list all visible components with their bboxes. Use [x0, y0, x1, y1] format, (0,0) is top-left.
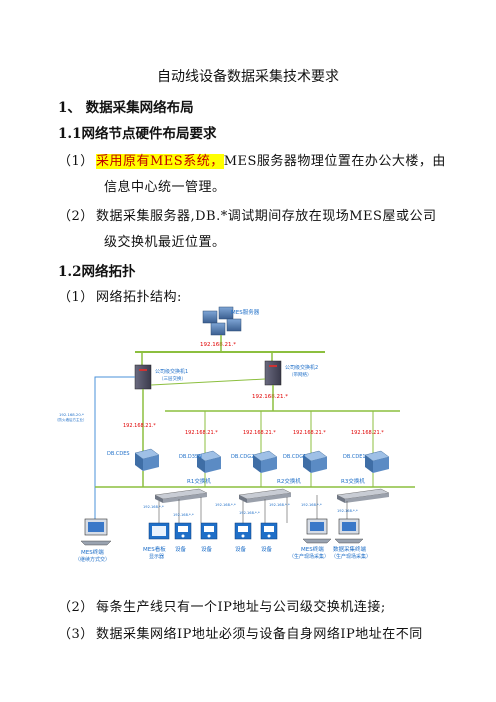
db-server-main-icon [134, 448, 160, 471]
mes-terminal-2-icon [302, 518, 332, 544]
switch-2-sublabel: （带网络） [289, 371, 312, 378]
switch-1-label: 公司级交换机1 [155, 368, 188, 375]
item-number: （1） [58, 290, 94, 305]
device-4-icon [260, 522, 278, 540]
device-1-label: 设备 [175, 545, 187, 553]
item-number: （2） [58, 209, 94, 224]
item-text: 网络拓扑结构: [96, 290, 182, 305]
document-title: 自动线设备数据采集技术要求 [157, 69, 339, 85]
network-topology-diagram: MES服务器 192.168.21.* 公司级交换机1 （三层交换） 公司级交换… [55, 306, 415, 563]
paragraph-item-2: （2）数据采集服务器,DB.*调试期间存放在现场MES屋或公司 [58, 205, 436, 224]
db4-ip-label: 192.168.21.* [351, 430, 384, 436]
item-number: （2） [58, 600, 94, 615]
item-number: （3） [58, 627, 94, 642]
db1-label: DB.D3SN [179, 454, 202, 460]
section-heading-1-1: 1.1网络节点硬件布局要求 [58, 126, 217, 142]
company-switch-1-icon [134, 364, 152, 390]
mes-terminal-left-sublabel: （继续方式交） [75, 556, 110, 563]
sub-ip-label-6: 192.168.*.* [301, 503, 322, 507]
paragraph-topology: （1）网络拓扑结构: [58, 286, 182, 305]
server-ip-label: 192.168.21.* [200, 342, 236, 348]
db-server-3-icon [302, 450, 328, 473]
db3-label: DB.CDG1 [283, 454, 306, 460]
paragraph-item-3: （2）每条生产线只有一个IP地址与公司级交换机连接; [58, 596, 386, 615]
mes-kanban-sublabel: 显示器 [149, 554, 164, 560]
paragraph-item-2-continued: 级交换机最近位置。 [104, 235, 226, 250]
switch-2-label: 公司级交换机2 [285, 364, 318, 371]
mes-kanban-label: MES看板 [143, 545, 166, 553]
item-text: 数据采集网络IP地址必须与设备自身网络IP地址在不同 [96, 627, 423, 642]
highlighted-text: 采用原有MES系统， [96, 154, 224, 169]
mes-server-label: MES服务器 [231, 308, 260, 316]
left-ip-label: 192.168.20.* [59, 412, 84, 417]
item-text: MES服务器物理位置在办公大楼，由 [223, 154, 446, 169]
device-3-icon [234, 522, 252, 540]
sub-ip-label-2: 192.168.*.* [173, 513, 194, 517]
item-text: 每条生产线只有一个IP地址与公司级交换机连接; [96, 600, 386, 615]
sub-ip-label-5: 192.168.*.* [269, 503, 290, 507]
paragraph-item-1: （1）采用原有MES系统，MES服务器物理位置在办公大楼，由 [58, 150, 446, 169]
sub-ip-label-1: 192.168.*.* [143, 505, 164, 509]
db2-label: DB.CDG2 [231, 454, 254, 460]
data-collection-terminal-label: 数据采集终端 [333, 545, 367, 553]
db3-ip-label: 192.168.21.* [293, 430, 326, 436]
device-4-label: 设备 [261, 545, 273, 553]
device-3-label: 设备 [235, 545, 247, 553]
left-ip-sublabel: （防火墙后方主业） [55, 417, 87, 422]
mes-terminal-left-icon [80, 518, 112, 546]
sub-ip-label-7: 192.168.*.* [337, 509, 358, 513]
left-db-ip-label: 192.168.21.* [123, 423, 156, 429]
mes-kanban-display-icon [148, 522, 170, 540]
db-server-2-icon [252, 450, 278, 473]
item-text: 数据采集服务器,DB.*调试期间存放在现场MES屋或公司 [96, 209, 437, 224]
db-main-label: DB.CDES [107, 451, 130, 457]
company-switch-2-icon [264, 360, 282, 386]
switch-1-sublabel: （三层交换） [159, 375, 186, 382]
sub-ip-label-4: 192.168.*.* [239, 511, 260, 515]
line-switch-2-icon [238, 488, 292, 503]
section-heading-1: 1、 数据采集网络布局 [58, 100, 194, 116]
db-server-1-icon [196, 450, 222, 473]
line-switch-1-icon [154, 488, 208, 503]
item-number: （1） [58, 154, 94, 169]
switch-2-ip-label: 192.168.21.* [252, 394, 288, 400]
db1-ip-label: 192.168.21.* [185, 430, 218, 436]
line-switch-1-label: R1交换机 [187, 477, 211, 485]
db2-ip-label: 192.168.21.* [243, 430, 276, 436]
section-heading-1-2: 1.2网络拓扑 [58, 264, 136, 280]
data-collection-terminal-icon [334, 518, 364, 544]
line-switch-3-label: R3交换机 [341, 477, 365, 485]
mes-terminal-left-label: MES终端 [81, 548, 104, 556]
paragraph-item-1-continued: 信息中心统一管理。 [104, 180, 226, 195]
db-server-4-icon [364, 450, 390, 473]
paragraph-item-4: （3）数据采集网络IP地址必须与设备自身网络IP地址在不同 [58, 623, 423, 642]
line-switch-3-icon [336, 488, 390, 503]
line-switch-2-label: R2交换机 [277, 477, 301, 485]
sub-ip-label-3: 192.168.*.* [215, 503, 236, 507]
mes-terminal-2-sublabel: （生产现场采集） [289, 553, 329, 560]
mes-server-icon [202, 306, 242, 336]
device-2-label: 设备 [201, 545, 213, 553]
device-2-icon [200, 522, 218, 540]
db4-label: DB.CDE1 [343, 454, 366, 460]
device-1-icon [174, 522, 192, 540]
mes-terminal-2-label: MES终端 [301, 545, 324, 553]
data-collection-terminal-sublabel: （生产现场采集） [331, 553, 371, 560]
